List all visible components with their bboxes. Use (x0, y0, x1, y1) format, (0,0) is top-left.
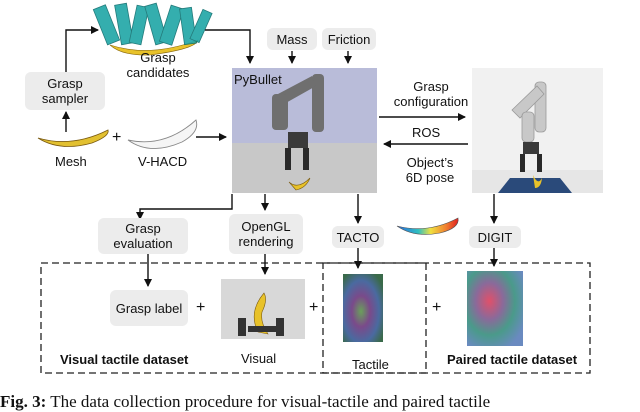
visual-tactile-dataset-frame (40, 262, 427, 374)
pybullet-sim-panel (232, 68, 377, 193)
plus-mesh-vhacd: + (112, 129, 122, 146)
mass-box: Mass (267, 28, 317, 50)
grasp-label-box: Grasp label (110, 290, 188, 326)
plus-label-visual: + (196, 299, 206, 316)
digit-box: DIGIT (469, 226, 521, 248)
visual-render-image (221, 279, 305, 339)
mesh-label: Mesh (55, 154, 87, 169)
grasp-sampler-box: Grasp sampler (25, 72, 105, 110)
mesh-banana (37, 129, 109, 147)
vhacd-banana (127, 119, 198, 149)
tactile-label: Tactile (352, 357, 389, 372)
paired-tactile-dataset-frame (322, 262, 591, 374)
object-pose-banana (396, 217, 459, 235)
real-robot-photo (472, 68, 603, 193)
opengl-rendering-box: OpenGL rendering (229, 214, 303, 254)
paired-tactile-dataset-label: Paired tactile dataset (447, 352, 578, 367)
friction-box: Friction (322, 28, 376, 50)
tacto-tactile-image (343, 274, 383, 342)
grasp-candidates-illustration (92, 2, 213, 56)
caption-text: The data collection procedure for visual… (46, 392, 491, 411)
ros-label: ROS (412, 125, 441, 140)
tacto-box: TACTO (332, 226, 384, 248)
arrow-candidates-to-pybullet (205, 29, 254, 64)
digit-tactile-image (467, 271, 523, 346)
grasp-candidates-label: Grasp candidates (126, 50, 190, 80)
figure-caption: Fig. 3: The data collection procedure fo… (0, 392, 640, 412)
visual-label: Visual (241, 351, 277, 366)
plus-visual-tactile: + (309, 299, 319, 316)
visual-tactile-dataset-label: Visual tactile dataset (60, 352, 189, 367)
pybullet-label: PyBullet (234, 72, 282, 87)
arrow-sampler-to-candidates (65, 26, 99, 72)
object-6d-pose-label: Object’s 6D pose (405, 155, 455, 185)
figure-number: Fig. 3: (0, 392, 47, 411)
grasp-evaluation-box: Grasp evaluation (98, 218, 188, 254)
grasp-configuration-label: Grasp configuration (393, 79, 469, 109)
arrow-to-grasp-evaluation (136, 194, 233, 220)
vhacd-label: V-HACD (138, 154, 188, 169)
plus-tactile-paired: + (432, 299, 442, 316)
